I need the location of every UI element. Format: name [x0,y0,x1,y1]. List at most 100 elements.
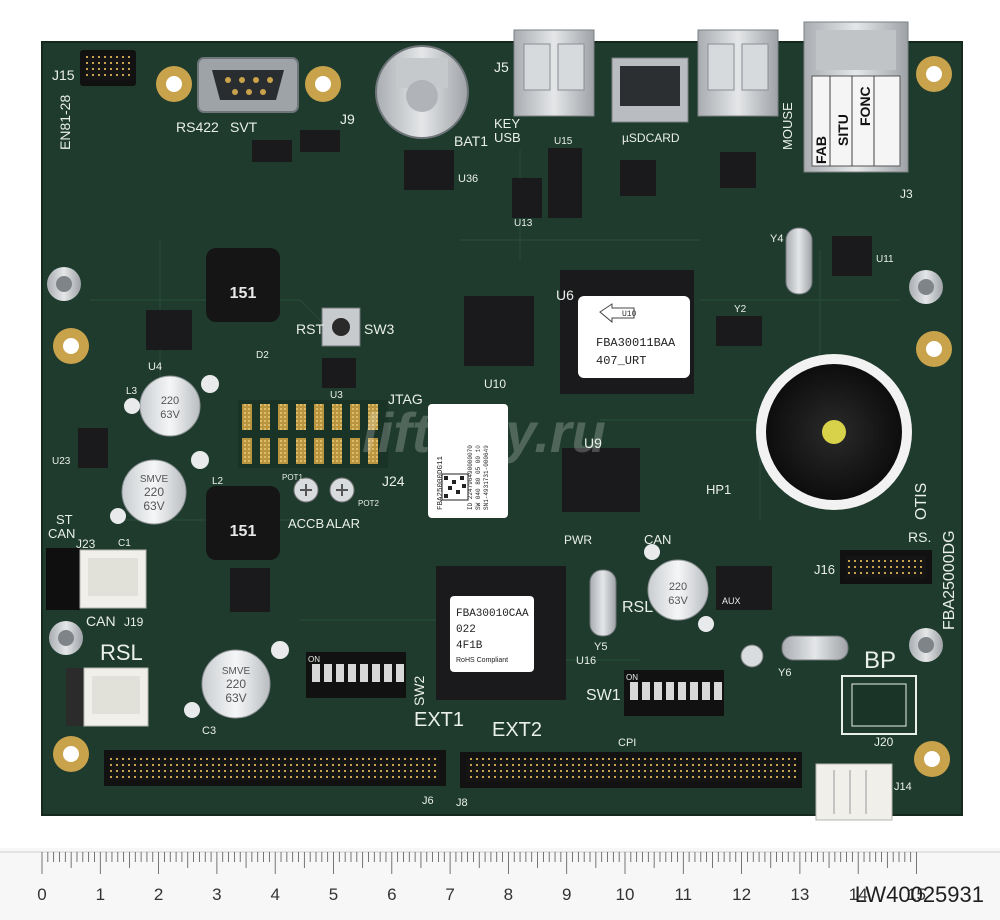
label-j8: J8 [456,797,468,809]
dip-switch-sw1: ON [624,670,724,716]
sticker-u6-line2: FBA30011BAA [596,336,676,350]
standoff-screw [909,270,943,304]
sticker-u6-line1: U10 [622,310,637,319]
label-rsl-mid: RSL [622,599,653,616]
label-u15: U15 [554,136,573,147]
header-j20 [841,675,917,735]
label-fba25000dg: FBA25000DG [941,530,958,630]
ruler-number: 8 [504,885,513,904]
standoff-screw [909,628,943,662]
dip-sw1-on: ON [626,673,638,682]
label-u11: U11 [876,254,894,265]
chip-u15 [548,148,582,218]
sticker-u16: FBA30010CAA 022 4F1B RoHS Compliant [450,596,534,672]
ruler-number: 12 [732,885,751,904]
label-usb: USB [494,130,521,145]
label-sw2: SW2 [411,675,427,706]
potentiometer-pot1 [293,477,319,503]
chip-u26 [716,566,772,610]
ruler-number: 3 [212,885,221,904]
ruler-number: 4 [270,885,279,904]
capacitor-c1-series: SMVE [140,474,169,485]
capacitor-can: 220 63V [644,544,714,632]
sticker-u16-line2: 022 [456,624,476,636]
crystal-y4 [785,227,813,295]
label-usdcard: µSDCARD [622,131,680,145]
reset-button-sw3 [321,307,361,347]
ruler-number: 0 [37,885,46,904]
ruler-number: 9 [562,885,571,904]
label-y2: Y2 [734,304,747,315]
label-can-led: CAN [644,532,671,547]
label-j23: J23 [76,537,96,551]
sticker-u6: U10 FBA30011BAA 407_URT [578,296,690,378]
chip-u23 [78,428,108,468]
crystal-y5 [589,569,617,637]
label-rs422: RS422 [176,119,219,135]
capacitor-can-voltage: 63V [668,595,688,607]
label-pot1: POT1 [282,473,303,482]
label-u36: U36 [458,173,478,185]
label-j3-ethernet: FAB SITU FONC [813,76,875,166]
sticker-id: FBA25000DG11 ID 224796490000070 SW 040 8… [428,404,508,518]
label-u4: U4 [148,361,162,373]
label-u23: U23 [52,456,71,467]
mounting-hole [914,741,950,777]
buzzer [756,354,912,510]
label-fab: FAB [813,136,829,164]
rsl-connector [66,667,149,727]
label-pwr: PWR [564,533,592,547]
mounting-holes [53,56,952,777]
label-u6: U6 [556,287,574,303]
dip-sw2-on: ON [308,655,320,664]
label-jtag: JTAG [388,391,423,407]
label-j6: J6 [422,795,434,807]
usb-connector-mouse [697,29,779,117]
label-j9: J9 [340,111,355,127]
label-d2: D2 [256,350,269,361]
potentiometer-pot2 [329,477,355,503]
capacitor-can-value: 220 [669,581,687,593]
chip-u9 [562,448,640,512]
header-j16 [840,550,932,584]
label-rst: RST [296,321,324,337]
capacitor-c-top: 220 63V [124,375,219,437]
chip-u33 [252,140,292,162]
label-bp: BP [864,647,896,674]
silkscreen-labels: J15 EN81-28 RS422 SVT J9 BAT1 J5 KEY USB… [48,59,958,809]
ruler-ticks [41,852,917,874]
sticker-u6-line3: 407_URT [596,354,646,368]
label-y4: Y4 [770,233,783,245]
label-alar: ALAR [326,516,360,531]
label-l2: L2 [212,476,224,487]
label-sw1: SW1 [586,687,621,704]
capacitor-c3-series: SMVE [222,666,251,677]
label-sw3: SW3 [364,321,395,337]
label-j15: J15 [52,67,75,83]
label-pot2: POT2 [358,499,379,508]
inductor-bottom-label: 151 [230,523,257,540]
label-j20: J20 [874,735,894,749]
capacitor-c3-voltage: 63V [225,691,246,705]
label-hp1: HP1 [706,482,731,497]
label-svt: SVT [230,119,258,135]
label-fonc: FONC [857,86,873,126]
chip-bottom-left [230,568,270,612]
sticker-u16-line3: 4F1B [456,640,483,652]
mounting-hole [305,66,341,102]
potentiometer-pot3 [740,644,764,668]
mounting-hole [53,736,89,772]
ruler-number: 7 [445,885,454,904]
battery-holder-bat1 [375,45,469,139]
microsd-slot [611,57,689,123]
label-j24: J24 [382,473,405,489]
standoff-screws [47,267,943,662]
rs422-db9-connector [197,57,299,113]
label-en81: EN81-28 [57,95,73,150]
capacitor-c1-voltage: 63V [143,499,164,513]
capacitor-top-value: 220 [161,395,179,407]
capacitor-c1: SMVE 220 63V [110,451,209,525]
sticker-id-line4: SN1-4931731-000649 [483,445,490,510]
label-aux: AUX [722,596,741,606]
